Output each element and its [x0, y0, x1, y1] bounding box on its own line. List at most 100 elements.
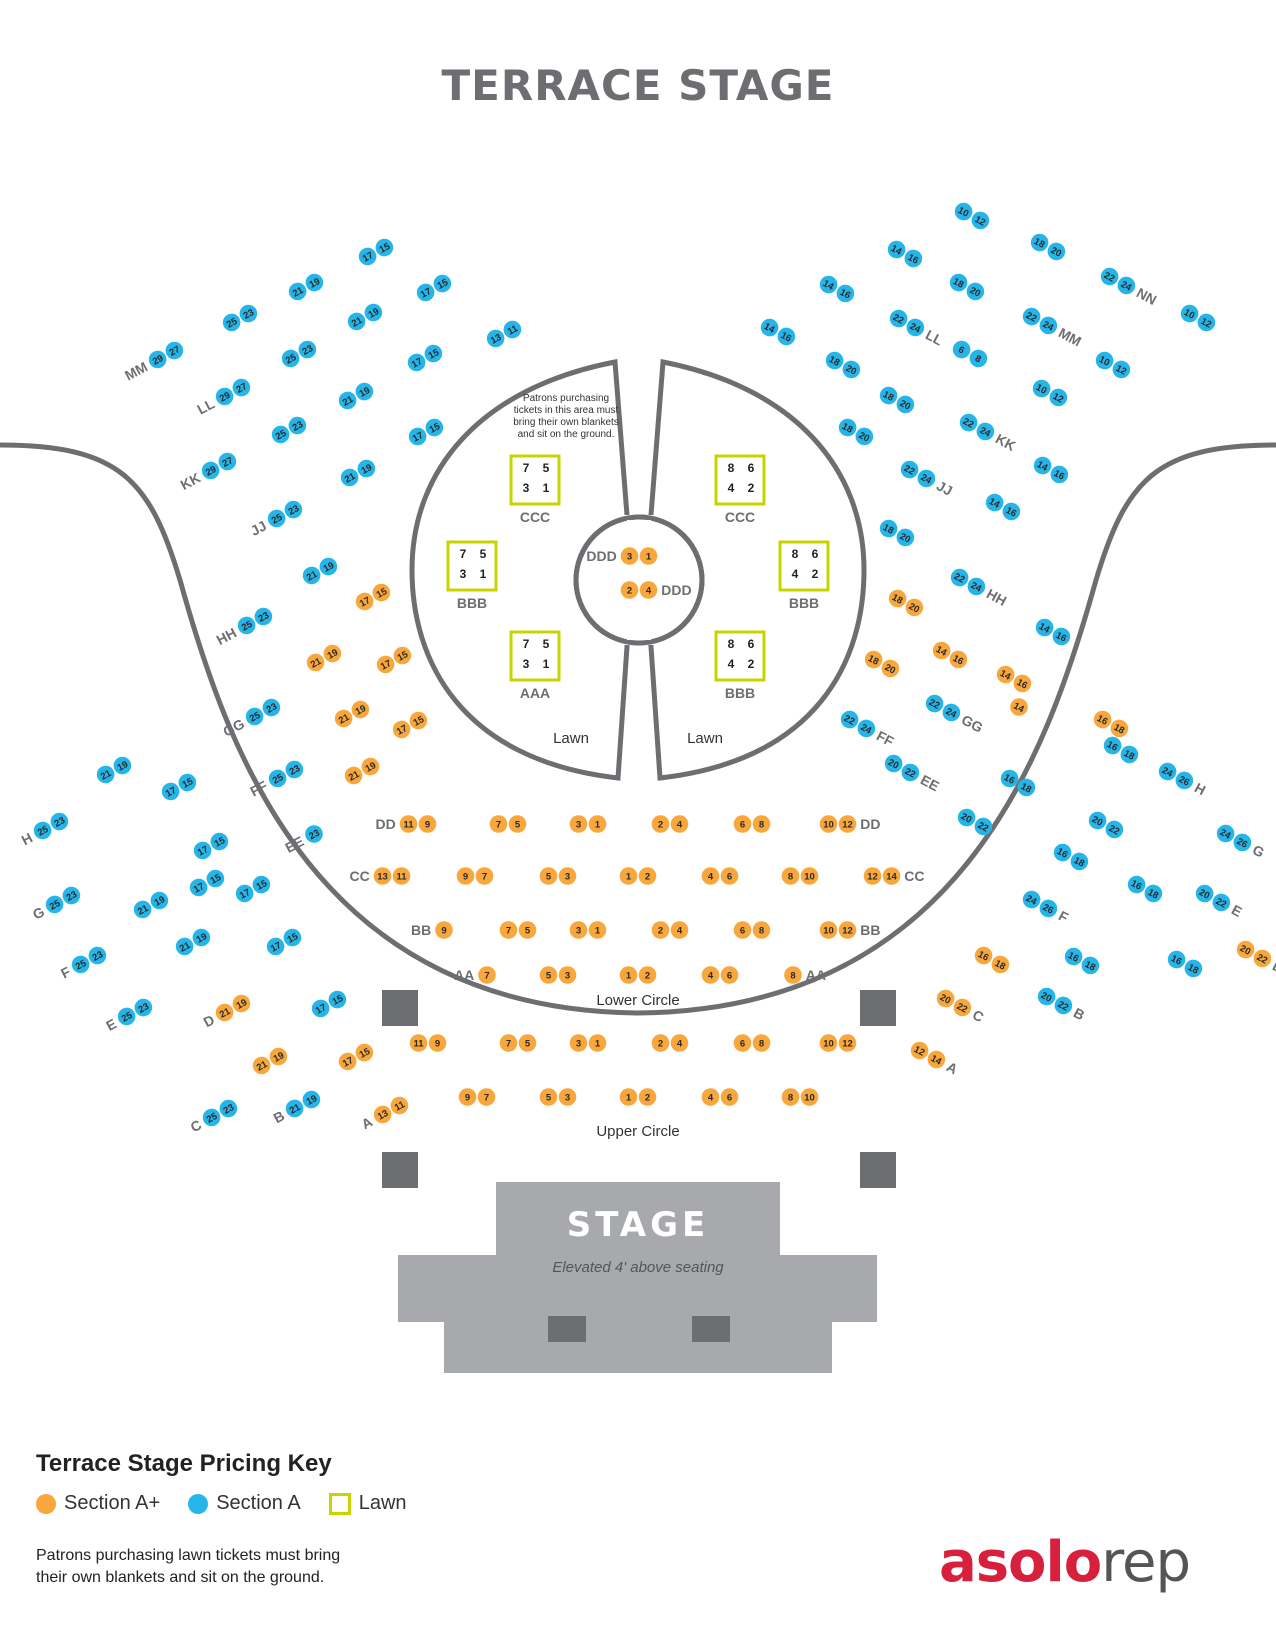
seat[interactable] — [862, 648, 886, 672]
seat[interactable] — [131, 996, 155, 1020]
seat[interactable] — [1051, 994, 1075, 1018]
seat[interactable] — [1093, 349, 1117, 373]
seat[interactable] — [973, 420, 997, 444]
seat[interactable] — [569, 815, 588, 833]
seat[interactable] — [175, 771, 199, 795]
seat[interactable] — [957, 411, 981, 435]
seat[interactable] — [670, 921, 689, 939]
seat[interactable] — [430, 272, 454, 296]
seat[interactable] — [588, 815, 607, 833]
seat[interactable] — [639, 547, 658, 565]
seat[interactable] — [236, 302, 260, 326]
seat[interactable] — [588, 1034, 607, 1052]
seat[interactable] — [390, 644, 414, 668]
seat[interactable] — [1030, 377, 1054, 401]
seat[interactable] — [309, 997, 333, 1021]
seat[interactable] — [1141, 882, 1165, 906]
seat[interactable] — [733, 921, 752, 939]
seat[interactable] — [1033, 616, 1057, 640]
seat[interactable] — [966, 347, 990, 371]
seat[interactable] — [200, 1106, 224, 1130]
seat[interactable] — [852, 425, 876, 449]
seat[interactable] — [345, 310, 369, 334]
seat[interactable] — [878, 657, 902, 681]
seat[interactable] — [898, 458, 922, 482]
seat[interactable] — [952, 200, 976, 224]
seat[interactable] — [266, 767, 290, 791]
seat[interactable] — [863, 867, 882, 885]
seat[interactable] — [758, 316, 782, 340]
seat[interactable] — [800, 867, 819, 885]
seat[interactable] — [774, 325, 798, 349]
seat-group[interactable]: 7AA — [454, 966, 496, 984]
seat[interactable] — [500, 318, 524, 342]
seat-group[interactable]: 14 — [1007, 695, 1031, 719]
seat[interactable] — [539, 1088, 558, 1106]
seat[interactable] — [266, 1045, 290, 1069]
seat[interactable] — [781, 867, 800, 885]
seat[interactable] — [893, 393, 917, 417]
seat[interactable] — [720, 966, 739, 984]
seat[interactable] — [1007, 695, 1031, 719]
seat[interactable] — [1172, 769, 1196, 793]
seat[interactable] — [302, 271, 326, 295]
seat[interactable] — [1046, 386, 1070, 410]
seat[interactable] — [259, 696, 283, 720]
seat[interactable] — [968, 209, 992, 233]
seat[interactable] — [1109, 358, 1133, 382]
seat[interactable] — [320, 642, 344, 666]
seat[interactable] — [1209, 891, 1233, 915]
seat[interactable] — [1230, 831, 1254, 855]
seat[interactable] — [299, 1088, 323, 1112]
seat[interactable] — [971, 815, 995, 839]
seat[interactable] — [369, 581, 393, 605]
seat[interactable] — [1036, 897, 1060, 921]
seat[interactable] — [354, 457, 378, 481]
seat[interactable] — [885, 238, 909, 262]
seat[interactable] — [264, 935, 288, 959]
seat[interactable] — [279, 347, 303, 371]
seat[interactable] — [280, 926, 304, 950]
seat[interactable] — [882, 867, 901, 885]
seat[interactable] — [651, 921, 670, 939]
seat[interactable] — [392, 867, 411, 885]
seat[interactable] — [752, 1034, 771, 1052]
seat[interactable] — [838, 1034, 857, 1052]
seat[interactable] — [914, 467, 938, 491]
seat[interactable] — [286, 280, 310, 304]
seat[interactable] — [1102, 818, 1126, 842]
seat[interactable] — [619, 966, 638, 984]
seat[interactable] — [285, 414, 309, 438]
seat[interactable] — [720, 1088, 739, 1106]
seat[interactable] — [203, 867, 227, 891]
seat[interactable] — [588, 921, 607, 939]
seat[interactable] — [569, 1034, 588, 1052]
seat[interactable] — [229, 992, 253, 1016]
